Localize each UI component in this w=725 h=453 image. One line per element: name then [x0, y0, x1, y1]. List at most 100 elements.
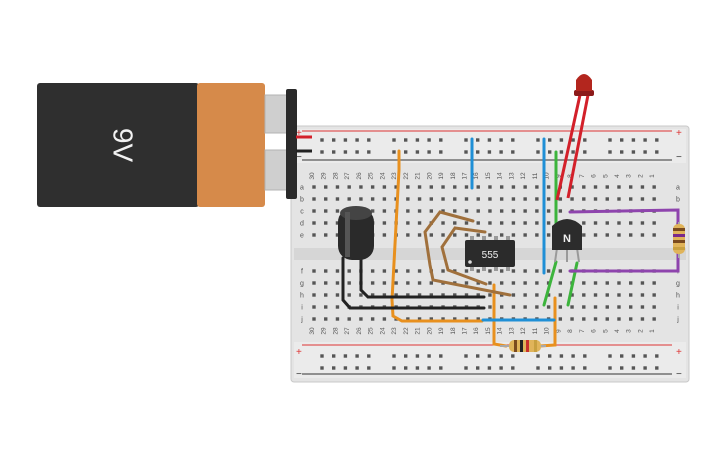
rail-hole	[511, 354, 515, 358]
row-letter: e	[300, 233, 304, 240]
rail-plus-top-right: +	[676, 128, 682, 139]
brown-wire-inner[interactable]	[440, 226, 488, 286]
rail-plus-bottom-right: +	[676, 347, 682, 358]
breadboard-hole	[511, 221, 516, 225]
brown-wire-outer[interactable]	[423, 210, 512, 297]
green-wire-bottom-left[interactable]	[542, 260, 558, 307]
column-number: 12	[520, 327, 527, 335]
breadboard-hole	[499, 233, 504, 237]
column-number: 13	[508, 172, 515, 180]
breadboard-hole	[582, 305, 586, 309]
column-number: 30	[309, 172, 316, 180]
rail-hole	[367, 366, 371, 370]
column-number: 9	[555, 329, 562, 333]
breadboard-hole	[324, 305, 328, 309]
breadboard-hole	[629, 197, 633, 201]
breadboard-hole	[429, 233, 433, 237]
purple-wire-top[interactable]	[568, 208, 680, 228]
breadboard-hole	[582, 221, 586, 225]
column-number: 9	[555, 174, 562, 178]
rail-hole	[536, 138, 540, 142]
breadboard-hole	[535, 197, 539, 201]
breadboard-hole	[370, 197, 375, 201]
breadboard-hole	[476, 197, 480, 201]
battery-terminal-bottom	[264, 149, 288, 191]
rail-hole	[439, 366, 443, 370]
breadboard-hole	[629, 305, 633, 309]
breadboard-hole	[499, 185, 504, 189]
rail-hole	[427, 354, 431, 358]
resistor-h-band-3	[526, 340, 529, 352]
row-letter: j	[300, 317, 303, 324]
column-number: 11	[532, 327, 539, 334]
resistor-v-band-2	[673, 234, 685, 237]
breadboard-hole	[324, 293, 328, 297]
electrolytic-capacitor[interactable]	[338, 206, 374, 260]
ic-555[interactable]: 555	[465, 236, 515, 271]
battery[interactable]: 9V	[37, 83, 312, 207]
purple-wire-bottom[interactable]	[568, 251, 680, 273]
breadboard-hole	[429, 197, 433, 201]
breadboard-hole	[535, 185, 539, 189]
resistor-horizontal[interactable]	[500, 340, 546, 352]
column-number: 11	[532, 172, 539, 179]
black-wire-outer[interactable]	[341, 256, 486, 310]
breadboard-hole	[359, 317, 363, 321]
column-number: 29	[321, 172, 328, 180]
rail-hole	[511, 150, 515, 154]
row-letter: g	[676, 281, 680, 288]
breadboard-hole	[593, 221, 598, 225]
breadboard-hole	[499, 197, 504, 201]
column-number: 5	[602, 174, 609, 178]
breadboard-hole	[429, 293, 433, 297]
breadboard-hole	[324, 281, 328, 285]
resistor-v-band-1	[673, 228, 685, 231]
breadboard-hole	[640, 197, 645, 201]
resistor-vertical[interactable]	[673, 222, 685, 258]
breadboard-hole	[511, 305, 516, 309]
column-number: 29	[321, 327, 328, 335]
led[interactable]	[555, 74, 594, 201]
breadboard-hole	[535, 281, 539, 285]
breadboard-hole	[441, 233, 445, 237]
breadboard-hole	[476, 185, 480, 189]
rail-hole	[536, 366, 540, 370]
breadboard-hole	[582, 281, 586, 285]
breadboard-hole	[511, 185, 516, 189]
column-number: 12	[520, 172, 527, 180]
breadboard-hole	[523, 185, 527, 189]
breadboard-hole	[582, 185, 586, 189]
column-number: 25	[368, 327, 375, 335]
rail-hole	[631, 354, 636, 358]
breadboard-hole	[347, 197, 351, 201]
breadboard-hole	[546, 221, 551, 225]
breadboard-hole	[312, 221, 316, 225]
breadboard-hole	[347, 293, 351, 297]
breadboard-hole	[453, 185, 457, 189]
rail-hole	[571, 366, 575, 370]
row-letter: a	[300, 185, 304, 192]
column-number: 8	[567, 329, 574, 333]
breadboard-hole	[640, 317, 645, 321]
row-letter: a	[676, 185, 680, 192]
ic-pin-4	[506, 236, 510, 241]
rail-hole	[427, 138, 431, 142]
breadboard-hole	[324, 269, 328, 273]
npn-transistor[interactable]: N	[552, 219, 582, 263]
black-wire-inner[interactable]	[359, 256, 486, 299]
breadboard-hole	[335, 197, 340, 201]
battery-clip	[286, 89, 297, 199]
breadboard-hole	[382, 293, 387, 297]
column-number: 19	[438, 172, 445, 180]
rail-hole	[620, 366, 624, 370]
breadboard-hole	[464, 185, 469, 189]
column-number: 6	[591, 174, 598, 178]
column-number: 16	[473, 327, 480, 335]
breadboard-hole	[406, 269, 410, 273]
breadboard-hole	[335, 281, 340, 285]
rail-hole	[415, 366, 420, 370]
row-letter: f	[301, 269, 303, 276]
breadboard-hole	[617, 197, 621, 201]
ic-pin-3	[494, 236, 498, 241]
breadboard-hole	[570, 305, 574, 309]
